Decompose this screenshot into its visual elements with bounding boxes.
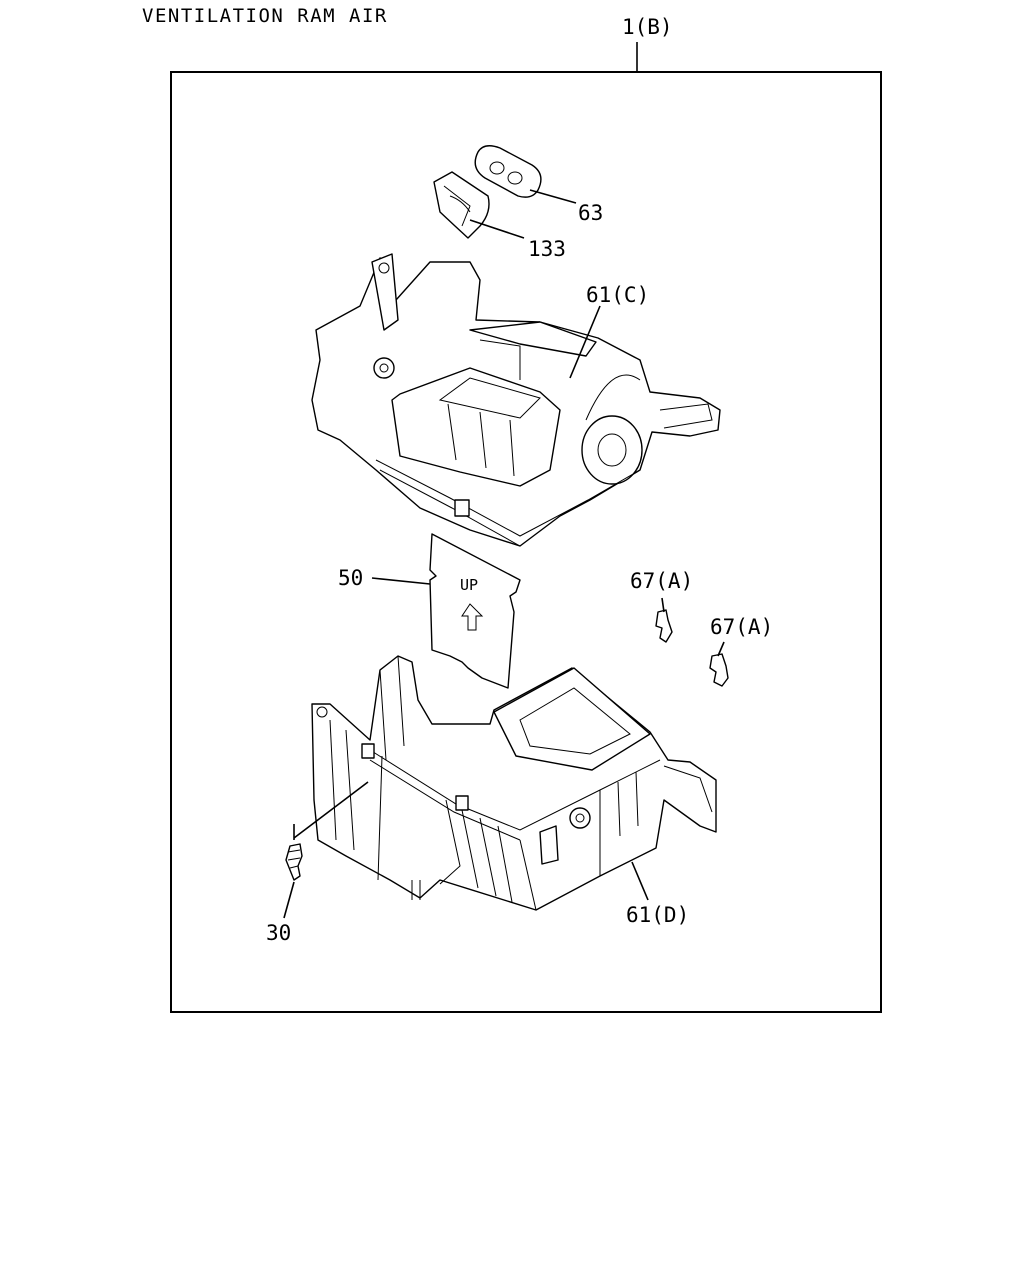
leader-63	[529, 189, 577, 204]
diagram-title: VENTILATION RAM AIR	[142, 5, 388, 27]
part-50-filter: UP	[429, 533, 521, 689]
part-30-screw	[285, 843, 303, 881]
part-67a-clip-2	[709, 653, 729, 687]
leader-67a-1	[661, 597, 665, 613]
part-63-gasket	[474, 145, 542, 198]
callout-67a-2: 67(A)	[710, 615, 773, 639]
leader-133	[469, 219, 525, 239]
leader-30	[283, 881, 295, 919]
part-61c-upper-case	[311, 253, 721, 547]
assembly-label: 1(B)	[622, 15, 673, 39]
callout-61c: 61(C)	[586, 283, 649, 307]
part-61d-lower-case	[311, 655, 717, 911]
callout-63: 63	[578, 201, 603, 225]
callout-67a-1: 67(A)	[630, 569, 693, 593]
leader-67a-2	[717, 641, 725, 657]
leader-61d	[631, 861, 649, 901]
callout-133: 133	[528, 237, 566, 261]
part-133-link	[433, 171, 490, 239]
callout-30: 30	[266, 921, 291, 945]
up-arrow-icon	[461, 603, 484, 631]
leader-50	[371, 577, 431, 585]
diagram-frame	[170, 71, 882, 1013]
callout-50: 50	[338, 566, 363, 590]
leader-61c	[569, 305, 601, 379]
screw-install-line	[293, 781, 369, 839]
filter-label: UP	[460, 576, 478, 594]
part-67a-clip-1	[655, 609, 673, 643]
callout-61d: 61(D)	[626, 903, 689, 927]
